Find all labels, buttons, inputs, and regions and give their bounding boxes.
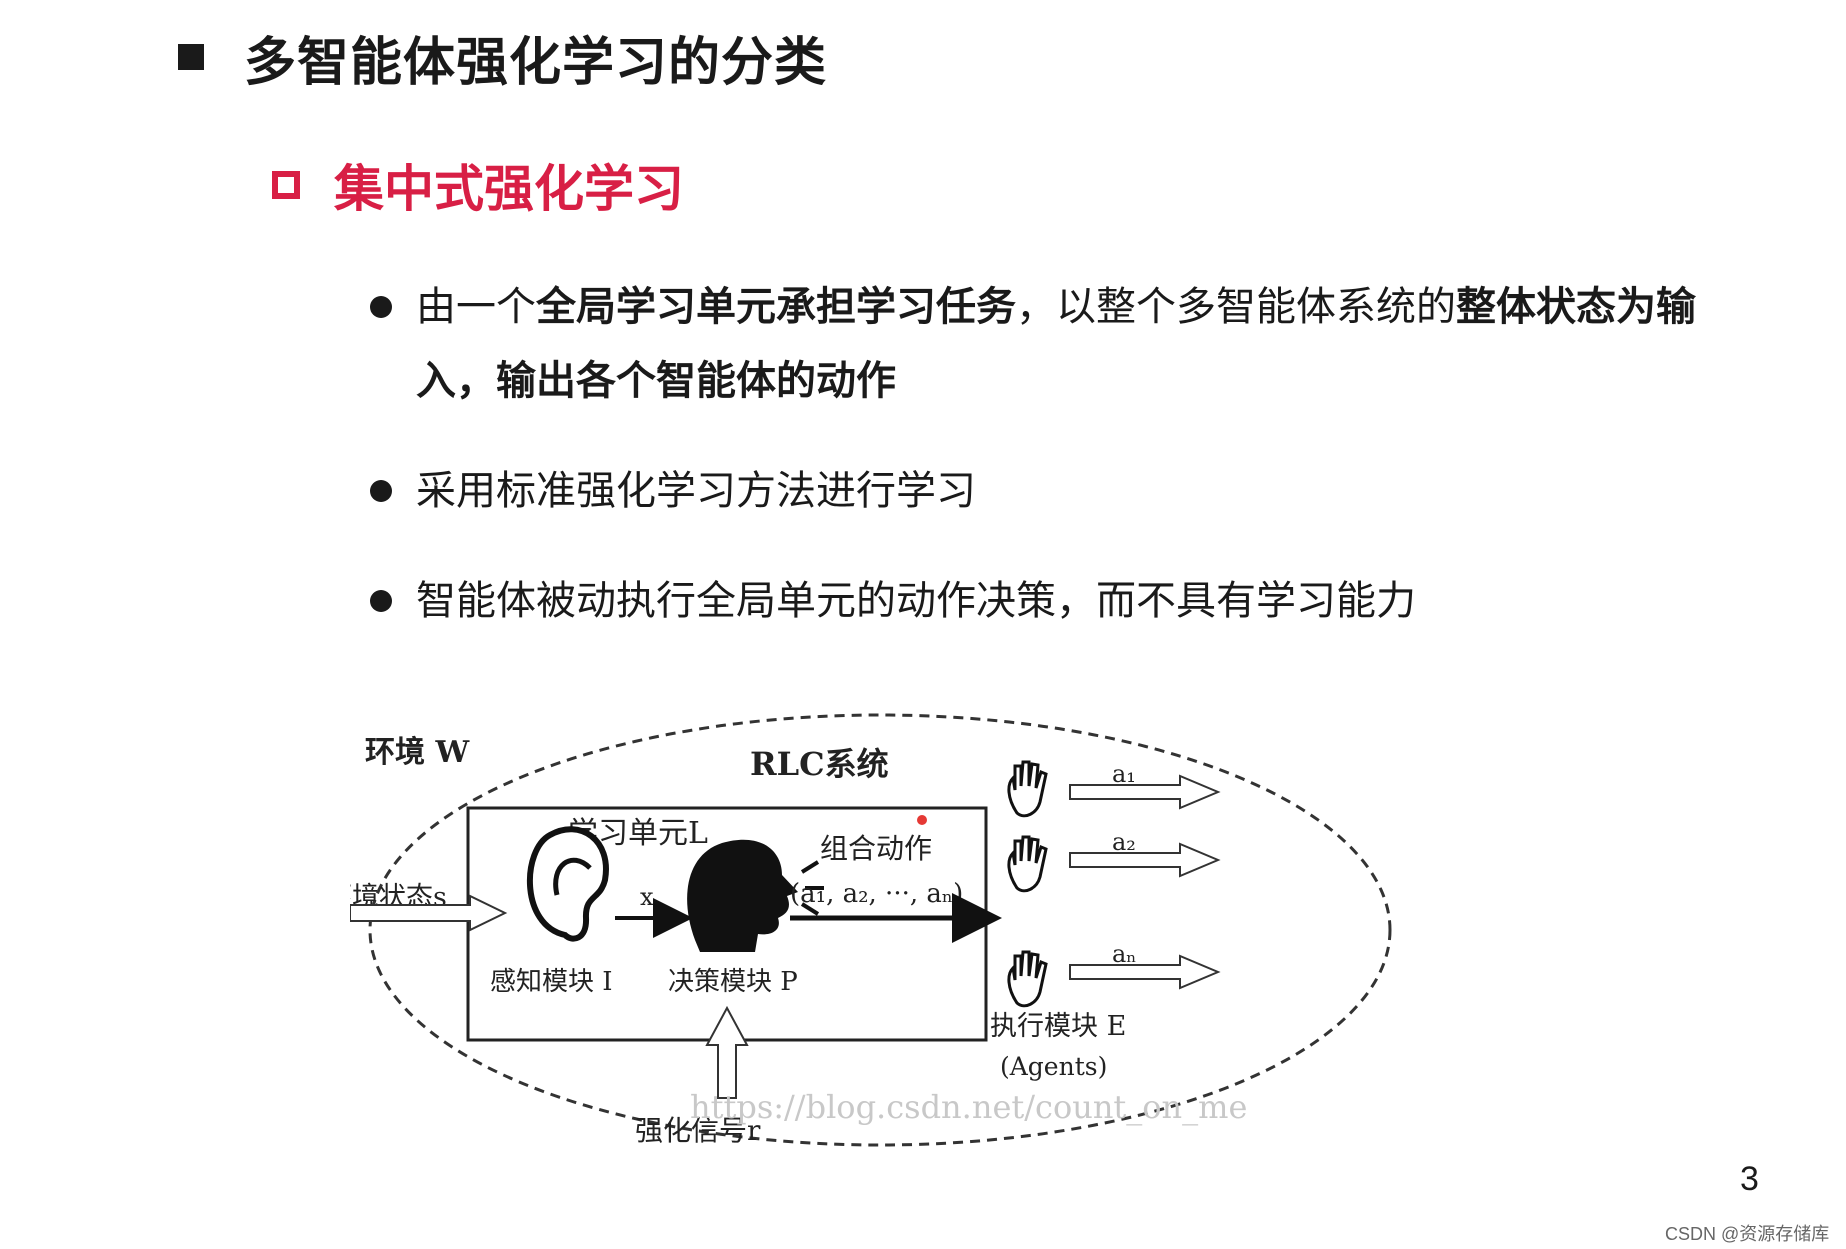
signal-x-label: x bbox=[640, 883, 654, 911]
red-dot-marker bbox=[917, 815, 927, 825]
bullet-list: 由一个全局学习单元承担学习任务，以整个多智能体系统的整体状态为输入，输出各个智能… bbox=[370, 270, 1700, 674]
bullet-3-text: 智能体被动执行全局单元的动作决策，而不具有学习能力 bbox=[416, 578, 1416, 624]
bullet-item-3: 智能体被动执行全局单元的动作决策，而不具有学习能力 bbox=[370, 564, 1700, 638]
action-label-n: aₙ bbox=[1112, 940, 1137, 968]
watermark-url: https://blog.csdn.net/count_on_me bbox=[690, 1088, 1247, 1126]
executor-module-label: 执行模块 E bbox=[990, 1011, 1126, 1042]
decision-module-label: 决策模块 P bbox=[668, 967, 798, 997]
rlc-system-diagram: 环境 W RLC系统 学习单元L 环境状态s 感知模块 I x 决策模块 P 组… bbox=[325, 690, 1500, 1235]
action-label-1: a₁ bbox=[1112, 760, 1136, 788]
reward-signal-arrow bbox=[705, 1005, 749, 1099]
bullet-dot bbox=[370, 296, 392, 318]
footer-credit: CSDN @资源存储库 bbox=[1665, 1224, 1830, 1244]
ear-icon bbox=[526, 826, 609, 942]
slide-title: 多智能体强化学习的分类 bbox=[244, 32, 828, 93]
bullet-2-text: 采用标准强化学习方法进行学习 bbox=[416, 468, 976, 514]
agents-label: (Agents) bbox=[1000, 1052, 1107, 1081]
bullet-1-text-2: ，以整个多智能体系统的 bbox=[1016, 284, 1456, 330]
bullet-dot bbox=[370, 480, 392, 502]
action-tuple-label: (a₁, a₂, ···, aₙ) bbox=[790, 879, 963, 909]
environment-label: 环境 W bbox=[365, 735, 470, 770]
action-arrow-2 bbox=[1069, 842, 1221, 878]
diagram-svg: 环境 W RLC系统 学习单元L 环境状态s 感知模块 I x 决策模块 P 组… bbox=[325, 713, 1392, 1147]
rlc-system-label: RLC系统 bbox=[750, 745, 889, 783]
hand-icon-2 bbox=[1007, 835, 1048, 893]
hand-icon-1 bbox=[1007, 760, 1048, 818]
action-label-2: a₂ bbox=[1112, 828, 1136, 856]
combined-action-label: 组合动作 bbox=[820, 832, 932, 865]
perception-module-label: 感知模块 I bbox=[490, 967, 613, 997]
page-number: 3 bbox=[1740, 1160, 1759, 1198]
title-bullet-square bbox=[178, 44, 204, 70]
bullet-item-1: 由一个全局学习单元承担学习任务，以整个多智能体系统的整体状态为输入，输出各个智能… bbox=[370, 270, 1700, 418]
section-heading: 集中式强化学习 bbox=[334, 160, 684, 218]
bullet-1-bold-1: 全局学习单元承担学习任务 bbox=[536, 284, 1016, 330]
environment-ellipse bbox=[368, 713, 1392, 1147]
bullet-1-text-1: 由一个 bbox=[416, 284, 536, 330]
bullet-1-bold-2: 整体状态为输入，输出各个智能体的动作 bbox=[416, 284, 1696, 404]
bullet-item-2: 采用标准强化学习方法进行学习 bbox=[370, 454, 1700, 528]
slide-title-row: 多智能体强化学习的分类 bbox=[178, 22, 828, 93]
section-heading-row: 集中式强化学习 bbox=[272, 150, 684, 220]
hand-icon-3 bbox=[1007, 950, 1048, 1008]
environment-state-arrow bbox=[349, 894, 508, 932]
head-speaking-icon bbox=[687, 839, 824, 952]
action-arrow-n bbox=[1069, 954, 1221, 990]
action-arrow-1 bbox=[1069, 774, 1221, 810]
section-bullet-box bbox=[272, 171, 300, 199]
reward-signal-label: 强化信号r bbox=[635, 1114, 761, 1147]
bullet-dot bbox=[370, 590, 392, 612]
